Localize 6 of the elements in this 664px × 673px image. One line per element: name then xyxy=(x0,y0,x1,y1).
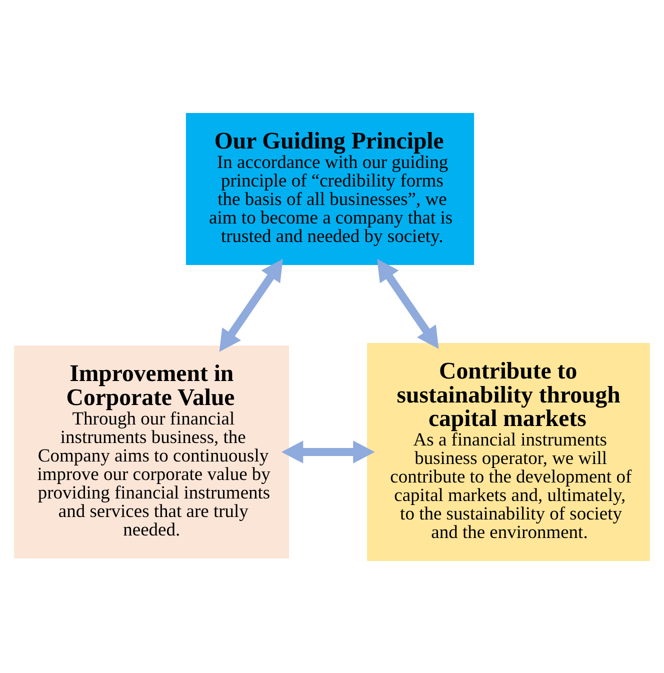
arrow xyxy=(377,258,439,348)
arrow xyxy=(281,440,375,463)
arrow xyxy=(219,258,283,352)
node-box: Contribute to sustainability through capital markets As a financial instruments business operator, we will contribute to the development of capital markets and, ultimately, to the sustainability of society and the environment. xyxy=(366,341,652,562)
node-box: Improvement in Corporate Value Through our financial instruments business, the Company aims to continuously improve our corporate value by providing financial instruments and services that are truly needed. xyxy=(12,344,290,560)
node-box: Our Guiding Principle In accordance with our guiding principle of “credibility forms the basis of all businesses”, we aim to become a company that is trusted and needed by society. xyxy=(184,111,476,266)
